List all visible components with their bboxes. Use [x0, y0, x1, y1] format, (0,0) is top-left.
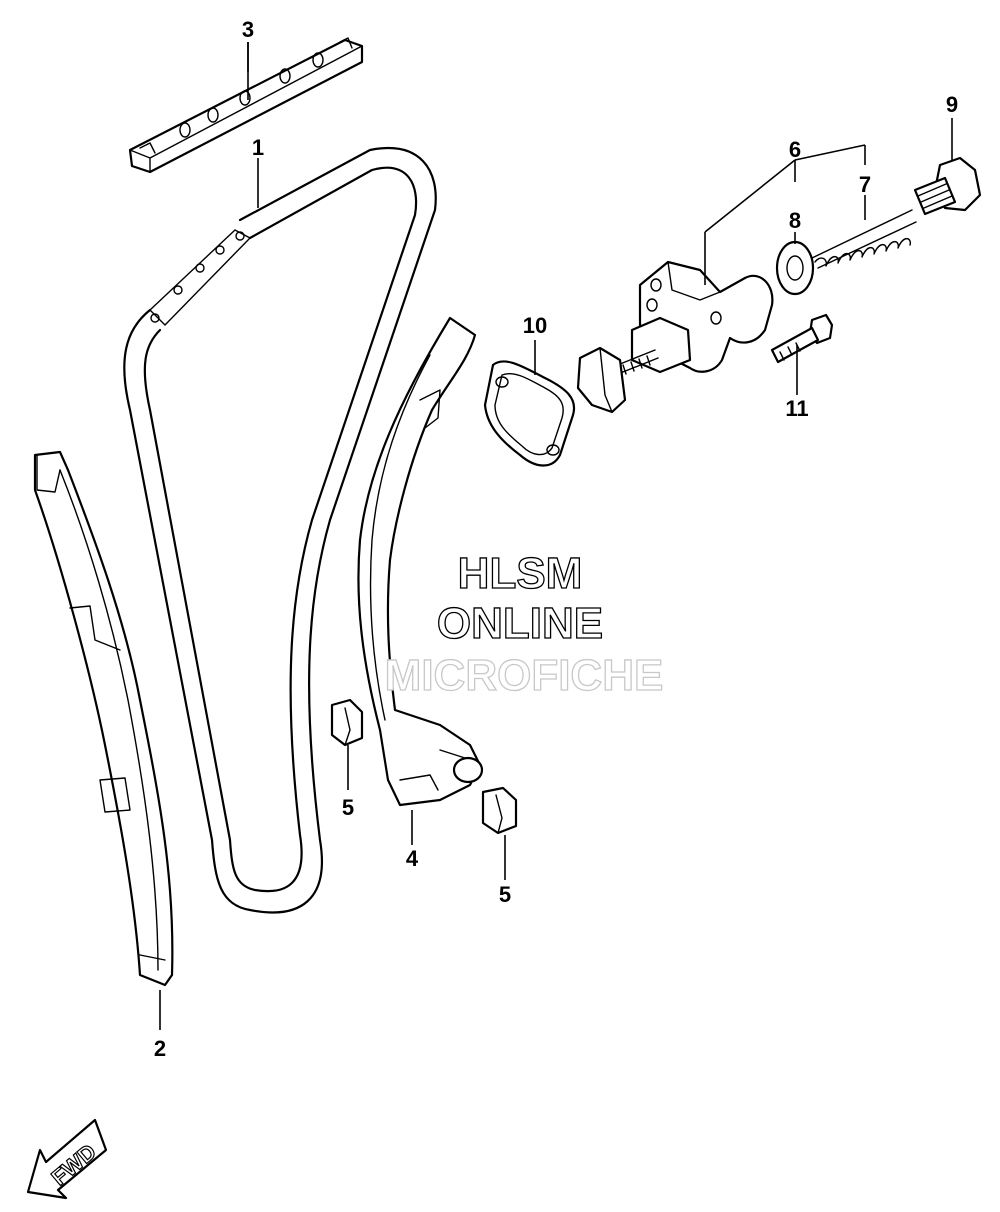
part-5-damper-right: [481, 786, 518, 835]
fwd-arrow-icon: FWD: [26, 1118, 108, 1200]
callout-5-right: 5: [499, 882, 511, 907]
callout-labels: 1 2 3 4 5 5 6 7 8 9 10 11: [154, 17, 958, 1061]
callout-11: 11: [785, 396, 808, 421]
part-1-cam-chain: [123, 147, 437, 914]
part-9-bolt: [913, 156, 982, 216]
part-2-chain-guide-left: [33, 450, 174, 987]
callout-1: 1: [252, 135, 264, 160]
watermark-line-1: HLSM: [458, 549, 583, 598]
callout-10: 10: [523, 313, 547, 338]
callout-2: 2: [154, 1036, 166, 1061]
callout-6: 6: [789, 137, 801, 162]
part-7-spring: [811, 209, 917, 269]
part-3-chain-guide-top: [128, 37, 364, 174]
watermark-line-3: MICROFICHE: [385, 651, 664, 700]
callout-8: 8: [789, 208, 801, 233]
callout-3: 3: [242, 17, 254, 42]
callout-5-left: 5: [342, 795, 354, 820]
callout-7: 7: [859, 172, 871, 197]
part-11-small-bolt: [770, 313, 834, 364]
part-10-gasket: [483, 360, 576, 467]
part-5-damper-left: [330, 698, 364, 747]
watermark-line-2: ONLINE: [437, 599, 603, 648]
part-8-washer: [775, 240, 815, 296]
leader-lines: [159, 42, 953, 1030]
watermark: HLSM ONLINE MICROFICHE: [384, 548, 664, 700]
part-4-tensioner-guide: [357, 316, 484, 807]
callout-9: 9: [946, 92, 958, 117]
callout-4: 4: [406, 846, 419, 871]
part-6-tensioner-body: [576, 260, 774, 414]
